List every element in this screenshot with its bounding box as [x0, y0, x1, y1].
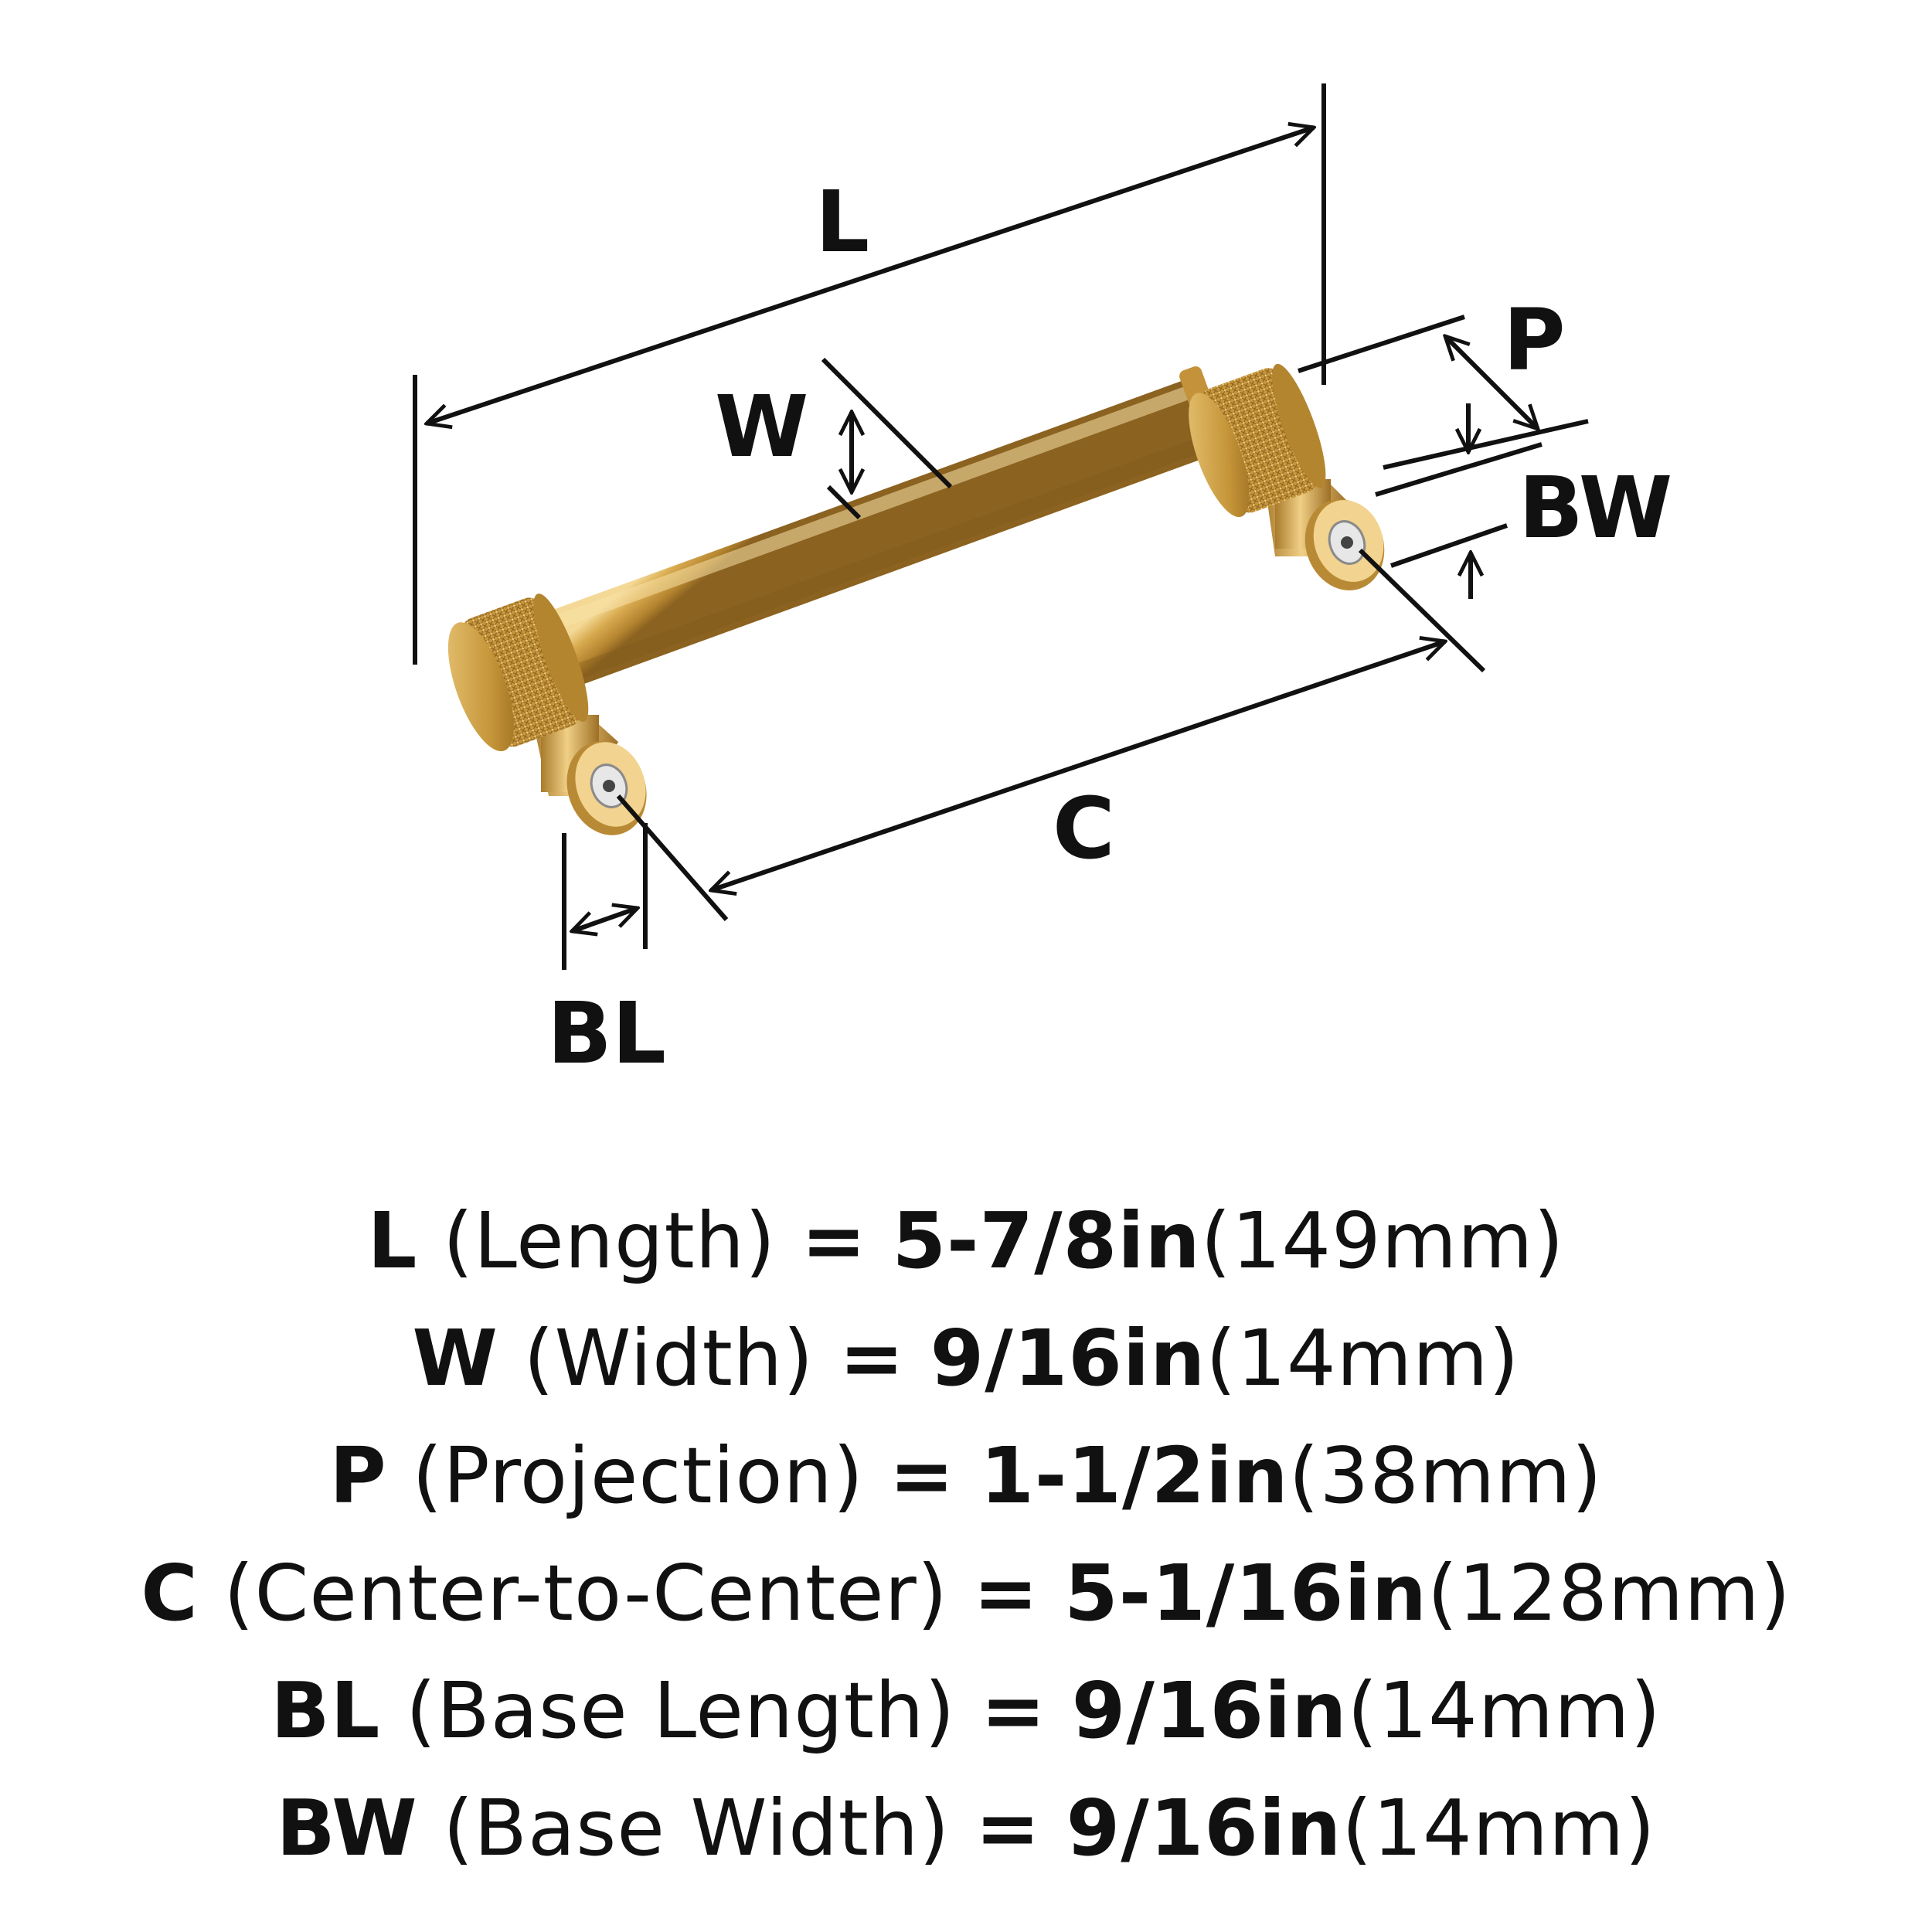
c-dimension-arrow: [711, 641, 1445, 890]
spec-equals: =: [839, 1313, 905, 1403]
spec-name: (Projection): [412, 1430, 864, 1521]
spec-base-width: BW (Base Width) = 9/16in(14mm): [0, 1770, 1932, 1887]
spec-imperial: 5-1/16in: [1064, 1548, 1427, 1638]
spec-name: (Length): [443, 1196, 777, 1286]
spec-name: (Base Width): [443, 1783, 951, 1873]
spec-code: BL: [270, 1665, 381, 1756]
spec-code: L: [367, 1196, 418, 1286]
spec-code: P: [329, 1430, 387, 1521]
spec-name: (Center-to-Center): [223, 1548, 948, 1638]
p-dimension-arrow: [1445, 336, 1538, 429]
spec-code: BW: [276, 1783, 418, 1873]
spec-name: (Base Length): [406, 1665, 956, 1756]
spec-metric: (14mm): [1206, 1313, 1520, 1403]
w-tick: [826, 485, 862, 520]
left-knurled-cap: [447, 594, 589, 752]
handle-dimension-diagram: L W P BW C BL: [413, 83, 1672, 1083]
spec-imperial: 5-7/8in: [892, 1196, 1201, 1286]
spec-length: L (Length) = 5-7/8in(149mm): [0, 1182, 1932, 1300]
label-c: C: [1053, 779, 1115, 878]
c-extension-left: [616, 794, 729, 921]
bw-extension-top: [1375, 442, 1543, 497]
spec-metric: (38mm): [1288, 1430, 1603, 1521]
dimension-spec-list: L (Length) = 5-7/8in(149mm) W (Width) = …: [0, 1182, 1932, 1887]
spec-equals: =: [975, 1783, 1041, 1873]
spec-metric: (14mm): [1347, 1665, 1662, 1756]
spec-center-to-center: C (Center-to-Center) = 5-1/16in(128mm): [0, 1535, 1932, 1652]
label-p: P: [1503, 291, 1566, 389]
spec-metric: (14mm): [1342, 1783, 1656, 1873]
handle-bar: [511, 366, 1232, 707]
spec-equals: =: [889, 1430, 955, 1521]
spec-code: C: [141, 1548, 199, 1638]
spec-width: W (Width) = 9/16in(14mm): [0, 1300, 1932, 1417]
label-l: L: [815, 172, 869, 271]
spec-code: W: [412, 1313, 498, 1403]
spec-equals: =: [973, 1548, 1039, 1638]
w-extension: [821, 357, 953, 489]
label-w: W: [715, 377, 808, 476]
spec-metric: (149mm): [1200, 1196, 1565, 1286]
p-extension-bottom: [1383, 419, 1589, 470]
spec-base-length: BL (Base Length) = 9/16in(14mm): [0, 1652, 1932, 1770]
spec-imperial: 9/16in: [1066, 1783, 1342, 1873]
l-dimension-arrow: [427, 128, 1314, 423]
spec-projection: P (Projection) = 1-1/2in(38mm): [0, 1417, 1932, 1535]
spec-name: (Width): [523, 1313, 815, 1403]
spec-metric: (128mm): [1427, 1548, 1791, 1638]
label-bw: BW: [1519, 458, 1672, 557]
right-post: [1264, 468, 1385, 590]
spec-equals: =: [801, 1196, 867, 1286]
spec-equals: =: [981, 1665, 1046, 1756]
label-bl: BL: [547, 984, 666, 1083]
cabinet-pull-handle: [447, 363, 1385, 835]
spec-imperial: 1-1/2in: [980, 1430, 1289, 1521]
c-extension-right: [1358, 548, 1486, 673]
bl-dimension-arrow: [572, 908, 638, 931]
bw-extension-bottom: [1390, 523, 1508, 568]
spec-imperial: 9/16in: [1071, 1665, 1348, 1756]
dimension-lines: [413, 83, 1589, 970]
p-extension-top: [1298, 315, 1465, 373]
spec-imperial: 9/16in: [930, 1313, 1206, 1403]
